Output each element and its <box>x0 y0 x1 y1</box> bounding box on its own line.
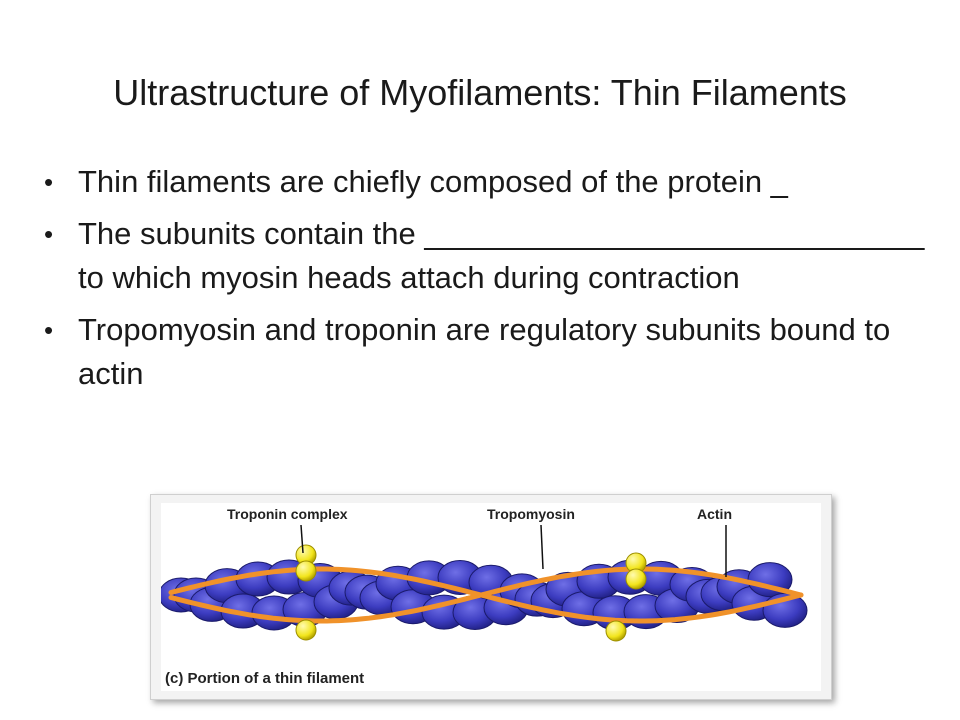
bullet-dot-icon: • <box>44 219 54 249</box>
bullet-text: The subunits contain the _______________… <box>78 216 925 295</box>
slide-title: Ultrastructure of Myofilaments: Thin Fil… <box>113 72 847 113</box>
bullet-list: • Thin filaments are chiefly composed of… <box>44 160 944 404</box>
bullet-item: • Tropomyosin and troponin are regulator… <box>44 308 944 396</box>
thin-filament-figure: Troponin complex Tropomyosin Actin (c) P… <box>150 494 832 700</box>
bullet-text: Thin filaments are chiefly composed of t… <box>78 164 788 199</box>
bullet-dot-icon: • <box>44 315 54 345</box>
tropomyosin-label: Tropomyosin <box>487 506 575 522</box>
figure-caption: (c) Portion of a thin filament <box>165 670 365 687</box>
troponin-subunit <box>625 568 647 590</box>
bullet-dot-icon: • <box>44 167 54 197</box>
thin-filament-illustration <box>161 524 808 642</box>
troponin-subunit <box>295 560 317 582</box>
bullet-item: • The subunits contain the _____________… <box>44 212 944 300</box>
tropomyosin-strand <box>168 566 804 624</box>
troponin-leader-line <box>300 524 304 554</box>
troponin-subunit <box>605 620 627 642</box>
actin-label: Actin <box>697 506 732 522</box>
troponin-subunit <box>295 619 317 641</box>
bullet-item: • Thin filaments are chiefly composed of… <box>44 160 944 204</box>
figure-canvas: Troponin complex Tropomyosin Actin (c) P… <box>161 503 821 691</box>
bullet-text: Tropomyosin and troponin are regulatory … <box>78 312 891 391</box>
troponin-complex-label: Troponin complex <box>227 506 348 522</box>
tropomyosin-leader-line <box>540 524 544 570</box>
